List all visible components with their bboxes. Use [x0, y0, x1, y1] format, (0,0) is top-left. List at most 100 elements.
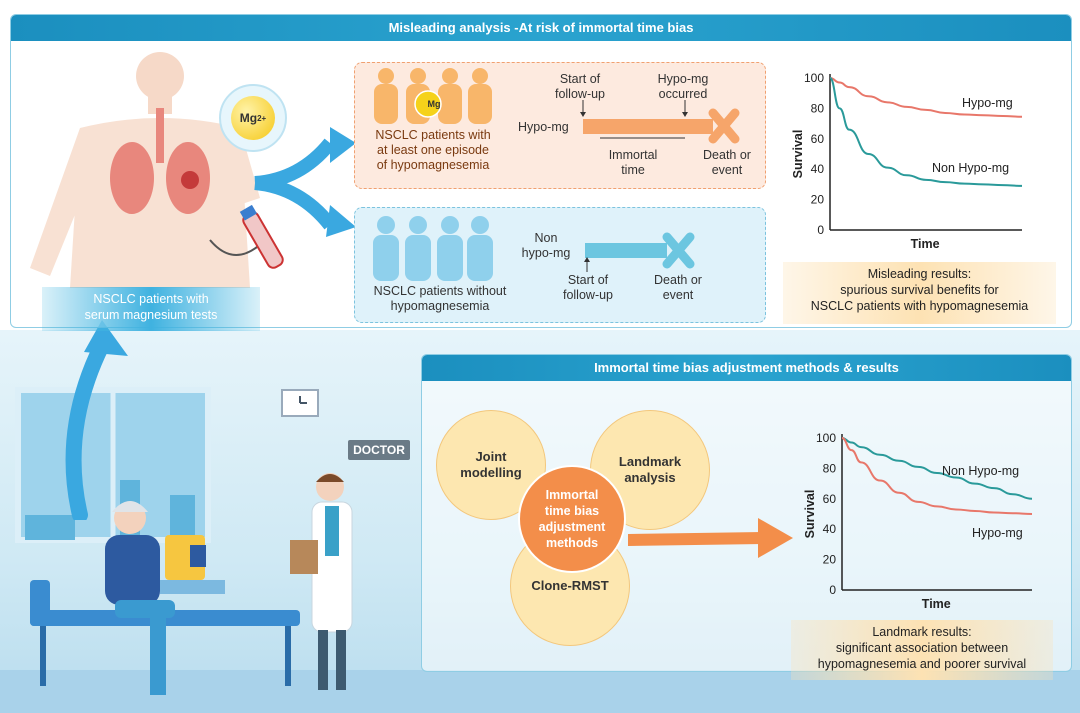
- mg-charge: 2+: [257, 113, 267, 123]
- center-line1: Immortal: [545, 488, 599, 502]
- center-line3: adjustment: [538, 520, 606, 534]
- y-tick-label: 100: [816, 431, 836, 445]
- y-tick-label: 100: [804, 71, 824, 85]
- hypo-start-line1: Start of: [559, 72, 601, 86]
- y-axis-label: Survival: [803, 490, 817, 539]
- human-body-illustration: [30, 52, 260, 288]
- landmark-result-line3: hypomagnesemia and poorer survival: [817, 657, 1027, 671]
- misleading-result-line3: NSCLC patients with hypomagnesemia: [810, 299, 1029, 313]
- joint-line2: modelling: [460, 465, 522, 480]
- misleading-result-line2: spurious survival benefits for: [840, 283, 999, 297]
- patients-label-line1: NSCLC patients with: [93, 292, 209, 306]
- clock-icon: [281, 389, 319, 417]
- series-line-non-hypo-mg: [841, 437, 1033, 500]
- hypo-timeline-bar: [583, 119, 713, 134]
- machine-illustration: [160, 535, 225, 594]
- misleading-result-line1: Misleading results:: [867, 267, 972, 281]
- non-hypo-timeline: [584, 232, 695, 272]
- hypo-event-line1: Death or: [703, 148, 751, 162]
- landmark-result-line2: significant association between: [835, 641, 1009, 655]
- y-axis-label: Survival: [791, 130, 805, 179]
- blood-sample-tube-icon: [209, 204, 284, 269]
- misleading-results-label: Misleading results: spurious survival be…: [783, 262, 1056, 324]
- hypo-group-label-line1: NSCLC patients with: [375, 128, 491, 142]
- non-hypo-group-label-line1: NSCLC patients without: [373, 284, 507, 298]
- window-illustration: [15, 387, 211, 543]
- non-hypo-row-line2: hypo-mg: [521, 246, 571, 260]
- y-tick-label: 60: [823, 492, 837, 506]
- series-label-non-hypo-mg: Non Hypo-mg: [942, 464, 1019, 478]
- hypo-event-label: Death or event: [694, 148, 760, 178]
- hypo-patients-figures-icon: [374, 68, 492, 124]
- adjustment-methods-title: Immortal time bias adjustment methods & …: [422, 355, 1071, 381]
- hypo-row-label: Hypo-mg: [518, 120, 569, 134]
- y-tick-label: 0: [829, 583, 836, 597]
- patients-with-tests-label: NSCLC patients with serum magnesium test…: [42, 287, 260, 331]
- non-hypo-group-label: NSCLC patients without hypomagnesemia: [358, 284, 522, 314]
- hypo-group-label-line3: of hypomagnesemia: [376, 158, 490, 172]
- y-tick-label: 40: [823, 522, 837, 536]
- hypo-start-label: Start of follow-up: [548, 72, 612, 102]
- hypo-occurred-line1: Hypo-mg: [657, 72, 709, 86]
- lungs-icon: [110, 142, 210, 214]
- non-hypo-start-line1: Start of: [567, 273, 609, 287]
- elderly-patient-illustration: [105, 501, 175, 695]
- immortal-line1: Immortal: [608, 148, 658, 162]
- immortal-time-label: Immortal time: [598, 148, 668, 178]
- y-tick-label: 80: [823, 461, 837, 475]
- hypo-occurred-label: Hypo-mg occurred: [650, 72, 716, 102]
- landmark-line2: analysis: [624, 470, 676, 485]
- non-hypo-death-cross-icon: [662, 232, 695, 269]
- y-tick-label: 20: [811, 193, 825, 207]
- curved-arrow-up-icon: [65, 320, 128, 520]
- series-line-hypo-mg: [829, 77, 1023, 118]
- y-tick-label: 0: [817, 223, 824, 237]
- hypo-timeline: [580, 100, 740, 144]
- adjustment-methods-center-circle: Immortal time bias adjustment methods: [518, 465, 626, 573]
- hypo-group-label: NSCLC patients with at least one episode…: [358, 128, 508, 173]
- doctor-illustration: [290, 473, 353, 690]
- non-hypo-patients-figures-icon: [373, 216, 493, 281]
- split-arrow-icon: [254, 127, 356, 237]
- series-label-non-hypo-mg: Non Hypo-mg: [932, 161, 1009, 175]
- landmark-results-label: Landmark results: significant associatio…: [791, 620, 1053, 680]
- waiting-room-scene: [15, 387, 353, 695]
- series-line-non-hypo-mg: [829, 77, 1023, 187]
- hypo-group-label-line2: at least one episode: [377, 143, 489, 157]
- immortal-line2: time: [621, 163, 645, 177]
- non-hypo-timeline-bar: [585, 243, 667, 258]
- non-hypo-start-line2: follow-up: [562, 288, 614, 302]
- y-tick-label: 80: [811, 101, 825, 115]
- patients-label-line2: serum magnesium tests: [84, 308, 218, 322]
- hypo-start-line2: follow-up: [554, 87, 606, 101]
- y-tick-label: 60: [811, 132, 825, 146]
- non-hypo-row-label: Non hypo-mg: [518, 231, 574, 261]
- hypo-death-cross-icon: [708, 108, 740, 144]
- clone-rmst-label: Clone-RMST: [531, 578, 609, 593]
- joint-line1: Joint: [475, 449, 507, 464]
- doctor-sign: DOCTOR: [348, 440, 410, 460]
- mg-label: Mg: [239, 111, 258, 125]
- non-hypo-event-line2: event: [662, 288, 694, 302]
- center-line2: time bias: [544, 504, 600, 518]
- series-label-hypo-mg: Hypo-mg: [972, 526, 1023, 540]
- non-hypo-row-line1: Non: [534, 231, 558, 245]
- landmark-result-line1: Landmark results:: [872, 625, 972, 639]
- y-tick-label: 40: [811, 162, 825, 176]
- misleading-analysis-title: Misleading analysis -At risk of immortal…: [11, 15, 1071, 41]
- result-arrow-icon: [628, 518, 793, 558]
- hypo-event-line2: event: [711, 163, 743, 177]
- series-label-hypo-mg: Hypo-mg: [962, 96, 1013, 110]
- hypo-mg-small-badge: Mg: [427, 99, 441, 109]
- non-hypo-group-label-line2: hypomagnesemia: [390, 299, 490, 313]
- y-tick-label: 20: [823, 553, 837, 567]
- non-hypo-start-label: Start of follow-up: [556, 273, 620, 303]
- series-line-hypo-mg: [841, 437, 1033, 515]
- x-axis-label: Time: [922, 597, 951, 611]
